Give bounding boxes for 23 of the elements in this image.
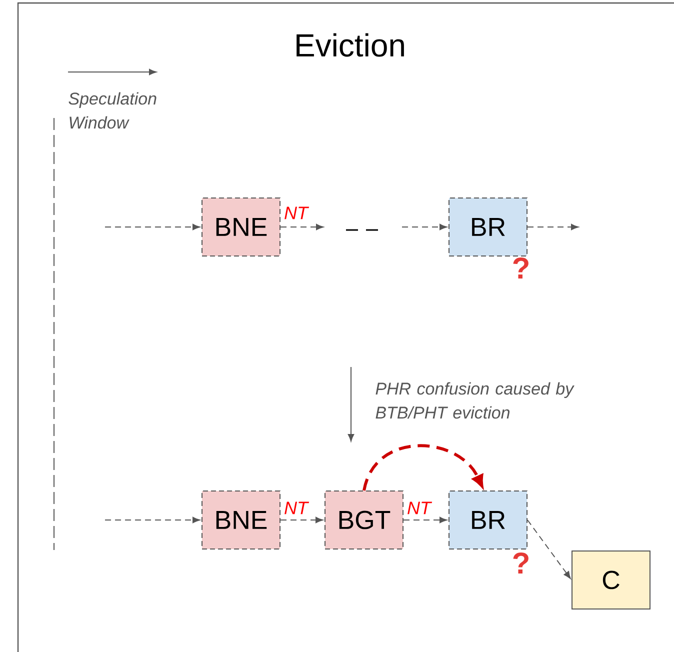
process-box: BGT — [324, 490, 404, 550]
arrow — [104, 516, 200, 524]
title: Eviction — [296, 33, 404, 57]
process-box: BNE — [202, 197, 280, 256]
edge-label: NT — [284, 502, 310, 514]
arrow — [280, 516, 324, 524]
edge-label: NT — [284, 206, 310, 220]
arrow — [104, 224, 200, 230]
question-mark: ? — [513, 552, 528, 574]
annotation-text: Speculation Window — [68, 92, 156, 129]
process-box: C — [572, 550, 650, 610]
arrow — [402, 224, 447, 230]
annotation-text: PHR confusion caused by BTB/PHT eviction — [376, 382, 574, 419]
arrow — [527, 519, 571, 579]
question-mark: ? — [513, 258, 528, 278]
arrow — [280, 224, 324, 230]
edge-label: NT — [408, 502, 432, 514]
arrow — [403, 516, 447, 524]
process-box: BR — [448, 490, 528, 550]
process-box: BNE — [202, 490, 280, 550]
process-box: BR — [448, 197, 528, 256]
arrow — [362, 444, 484, 491]
arrow — [527, 224, 578, 230]
